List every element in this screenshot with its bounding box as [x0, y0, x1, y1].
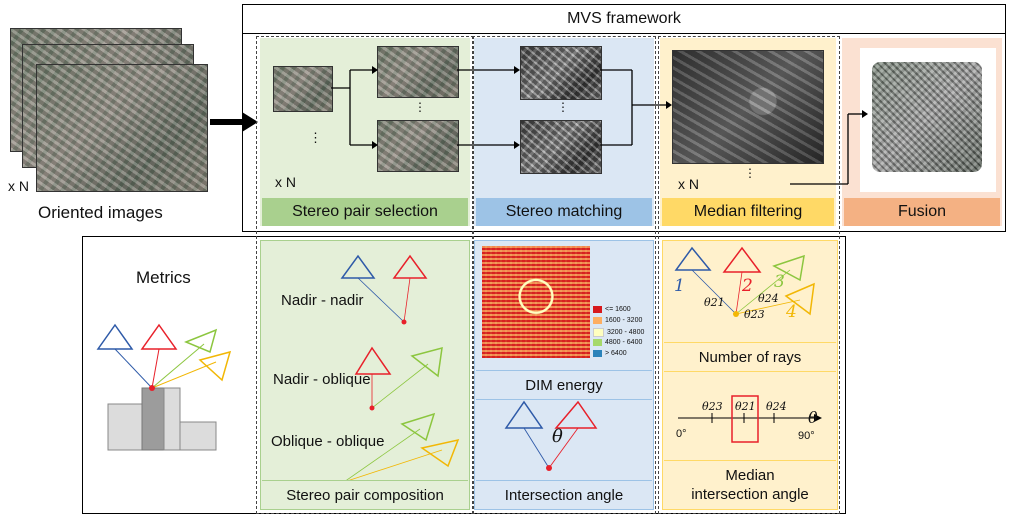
selection-pair-image-1 — [377, 46, 459, 98]
pair-type-nadir-oblique: Nadir - oblique — [273, 371, 371, 388]
composition-label-box: Stereo pair composition — [262, 480, 468, 509]
pipeline-connectors — [331, 66, 868, 185]
stage-fusion-text: Fusion — [897, 203, 947, 220]
axis-end: 90° — [798, 430, 815, 442]
ray-number-4: 4 — [786, 302, 797, 322]
mvs-framework-title: MVS framework — [567, 9, 681, 27]
legend-label-4: 4800 - 6400 — [605, 339, 643, 346]
intersection-angle-label-box: Intersection angle — [476, 480, 652, 509]
mvs-framework-title-bar: MVS framework — [242, 4, 1006, 34]
ray-angle-24: θ24 — [758, 292, 779, 305]
intersection-angle-label: Intersection angle — [504, 486, 624, 504]
number-of-rays-label: Number of rays — [698, 348, 802, 366]
stage-label-selection: Stereo pair selection — [262, 198, 468, 226]
pair-composition-diagrams — [340, 254, 460, 480]
median-angle-axis — [678, 395, 822, 443]
median-angle-label: Median intersection angle — [691, 467, 809, 503]
depth-image-1 — [520, 46, 602, 100]
composition-label: Stereo pair composition — [286, 486, 444, 504]
number-of-rays-label-box: Number of rays — [664, 342, 836, 372]
median-angle-label-box: Median intersection angle — [664, 460, 836, 509]
input-image-front — [36, 64, 208, 192]
stage-filtering-text: Median filtering — [693, 203, 803, 220]
axis-tick-24: θ24 — [766, 400, 787, 413]
metrics-title: Metrics — [136, 268, 191, 287]
stage-selection-text: Stereo pair selection — [292, 203, 438, 220]
energy-legend-row-5: > 6400 — [593, 350, 627, 357]
energy-legend-row-4: 4800 - 6400 — [593, 339, 642, 346]
median-filtered-image — [672, 50, 824, 164]
energy-legend-row-3: 3200 - 4800 — [593, 328, 644, 337]
selection-pair-dots: ⋮ — [414, 100, 426, 114]
selection-reference-image — [273, 66, 333, 112]
metric-panel-rays — [662, 240, 838, 510]
pair-type-nadir-nadir: Nadir - nadir — [281, 292, 364, 309]
stage-matching-text: Stereo matching — [505, 203, 623, 220]
energy-legend-row-2: 1600 - 3200 — [593, 317, 642, 324]
legend-label-5: > 6400 — [605, 350, 627, 357]
dashed-column-filtering — [658, 36, 840, 514]
dim-energy-label: DIM energy — [525, 376, 603, 394]
ray-number-3: 3 — [774, 272, 785, 292]
stage-label-fusion: Fusion — [844, 198, 1000, 226]
dim-energy-label-box: DIM energy — [476, 370, 652, 400]
number-of-rays-diagram — [674, 246, 815, 317]
input-count: x N — [8, 178, 29, 194]
axis-variable: θ — [808, 408, 818, 427]
dashed-column-matching — [472, 36, 656, 514]
selection-pair-image-2 — [377, 120, 459, 172]
dim-energy-map — [482, 246, 590, 358]
ray-angle-23: θ23 — [744, 308, 765, 321]
stage-label-matching: Stereo matching — [476, 198, 652, 226]
axis-tick-23: θ23 — [702, 400, 723, 413]
selection-count: x N — [275, 174, 296, 190]
input-label: Oriented images — [38, 203, 163, 222]
metrics-building-illustration — [96, 323, 232, 451]
intersection-angle-diagram — [504, 400, 598, 471]
legend-label-1: <= 1600 — [605, 306, 631, 313]
matching-dots: ⋮ — [557, 100, 569, 114]
legend-label-2: 1600 - 3200 — [605, 317, 643, 324]
ray-number-2: 2 — [742, 276, 753, 296]
mvs-framework-frame — [242, 4, 1006, 232]
fused-point-cloud — [860, 48, 996, 192]
depth-image-2 — [520, 120, 602, 174]
filtering-count: x N — [678, 176, 699, 192]
ray-angle-21: θ21 — [704, 296, 725, 309]
dashed-column-selection — [256, 36, 474, 514]
axis-tick-21: θ21 — [735, 400, 756, 413]
energy-legend-row-1: <= 1600 — [593, 306, 631, 313]
input-arrow-icon — [210, 112, 258, 132]
legend-label-3: 3200 - 4800 — [607, 329, 645, 336]
axis-start: 0° — [676, 428, 687, 440]
intersection-angle-theta: θ — [552, 426, 563, 447]
filtering-dots: ⋮ — [744, 166, 756, 180]
ray-number-1: 1 — [674, 276, 685, 296]
pair-type-oblique-oblique: Oblique - oblique — [271, 433, 385, 450]
stage-label-filtering: Median filtering — [662, 198, 834, 226]
selection-dots: ⋮ — [309, 130, 322, 145]
